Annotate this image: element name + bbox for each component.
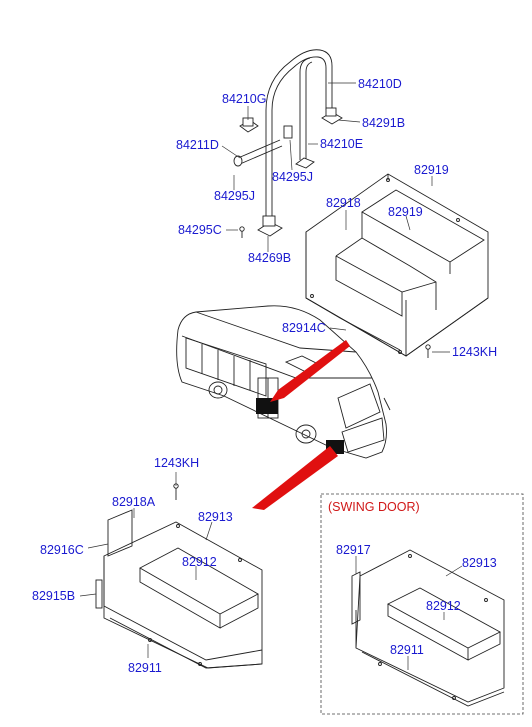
- leader-lines-upper-step: [329, 176, 450, 353]
- label-82911-a: 82911: [128, 661, 162, 675]
- leader-lines-top: [221, 82, 361, 252]
- upper-step-assembly: [305, 173, 489, 358]
- part-number-labels: 84210D 84210G 84291B 84211D 84210E 84295…: [32, 77, 497, 675]
- label-82919-b: 82919: [388, 205, 423, 219]
- label-82914C: 82914C: [282, 321, 326, 335]
- label-84295J-a: 84295J: [272, 170, 313, 184]
- label-82916C: 82916C: [40, 543, 84, 557]
- label-82911-b: 82911: [390, 643, 424, 657]
- swing-door-panel: [320, 493, 524, 715]
- label-84295J-b: 84295J: [214, 189, 255, 203]
- label-84210G: 84210G: [222, 92, 266, 106]
- label-84210D: 84210D: [358, 77, 402, 91]
- grab-handle-assembly: [233, 49, 343, 238]
- label-82912-b: 82912: [426, 599, 461, 613]
- swing-door-title: (SWING DOOR): [328, 500, 420, 514]
- callout-arrows: [252, 340, 350, 510]
- label-82915B: 82915B: [32, 589, 75, 603]
- label-82918: 82918: [326, 196, 361, 210]
- lower-step-assembly: [95, 483, 263, 669]
- label-84211D: 84211D: [176, 138, 219, 152]
- label-84291B: 84291B: [362, 116, 405, 130]
- leader-lines-lower-step: [79, 472, 213, 658]
- label-84210E: 84210E: [320, 137, 363, 151]
- label-1243KH-b: 1243KH: [154, 456, 199, 470]
- leader-lines-swing-door: [355, 556, 463, 670]
- label-82913-b: 82913: [462, 556, 497, 570]
- label-1243KH-a: 1243KH: [452, 345, 497, 359]
- label-82912-a: 82912: [182, 555, 217, 569]
- label-82918A: 82918A: [112, 495, 156, 509]
- label-84295C: 84295C: [178, 223, 222, 237]
- label-84269B: 84269B: [248, 251, 291, 265]
- label-82917: 82917: [336, 543, 371, 557]
- label-82913-a: 82913: [198, 510, 233, 524]
- label-82919-a: 82919: [414, 163, 449, 177]
